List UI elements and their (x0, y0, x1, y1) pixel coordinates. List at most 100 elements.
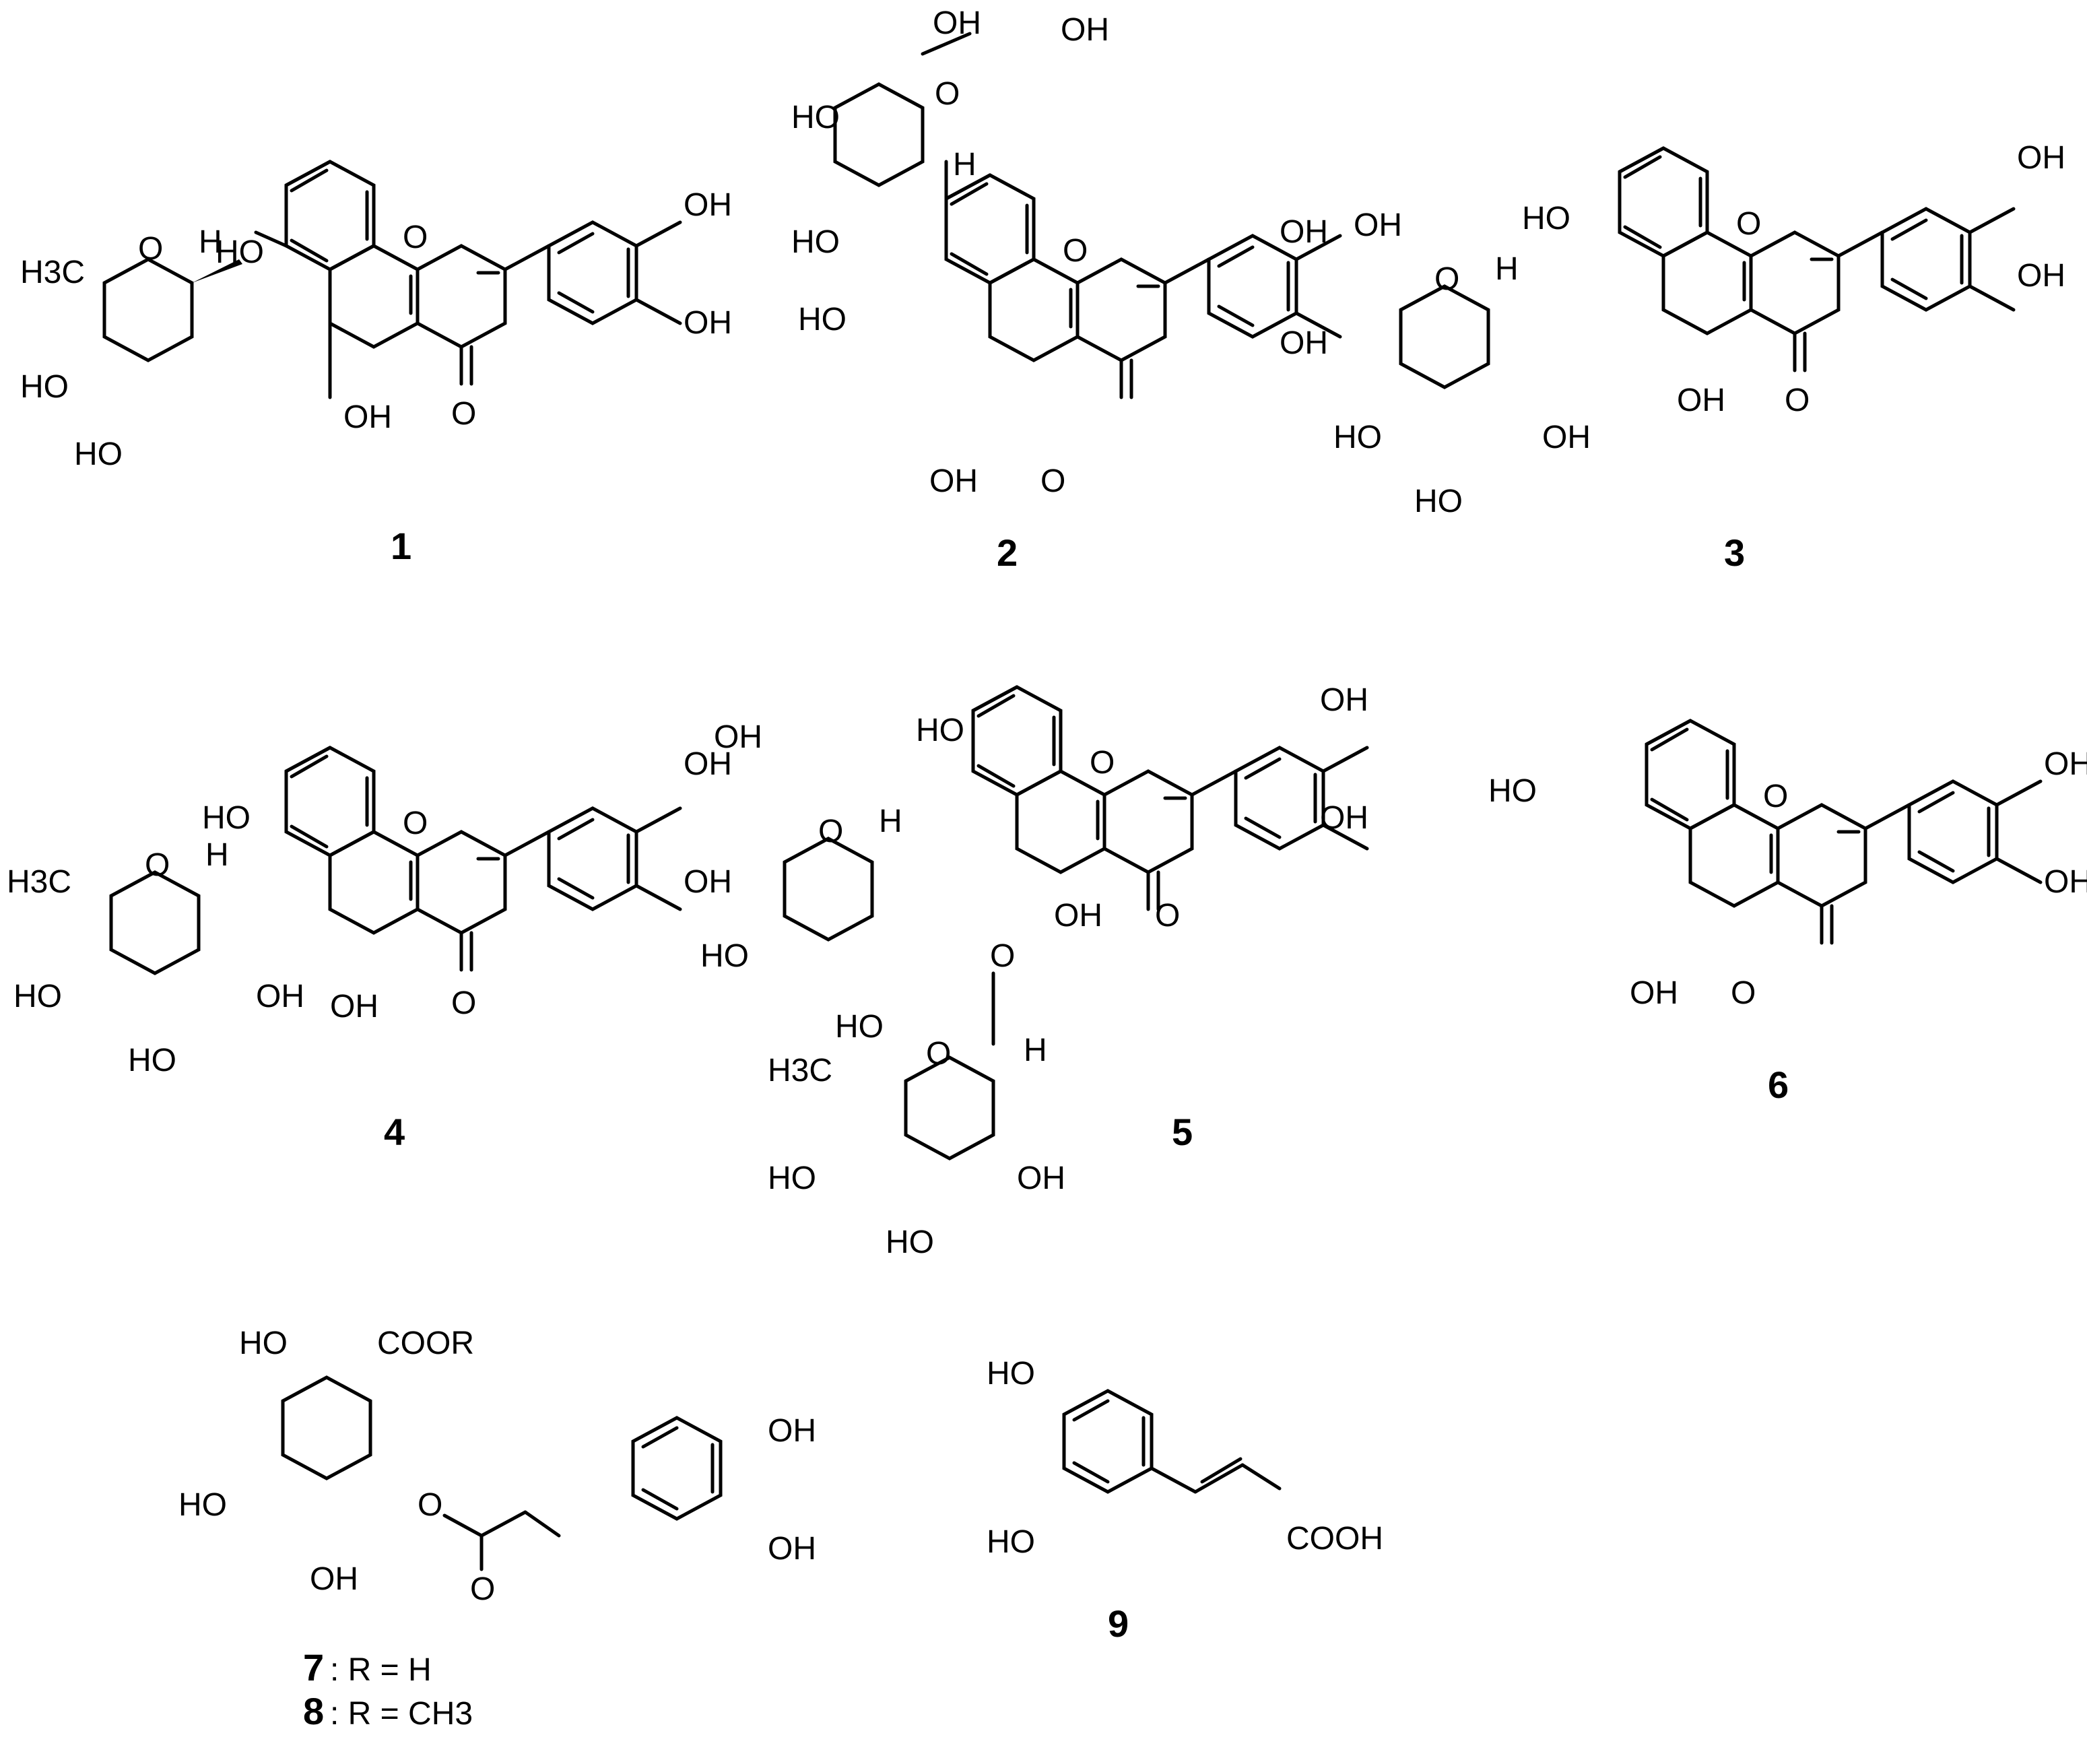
hydrogen-label: H (879, 804, 902, 839)
carboxyl-ester-label: COOR (377, 1326, 474, 1361)
oh-label: OH (1320, 682, 1368, 718)
compound-legend: : R = CH3 (330, 1696, 473, 1732)
compound-5: O OH OH HO OH O O H OH HO HO O O H H3C H… (700, 682, 1368, 1260)
oh-label: OH (1542, 420, 1591, 455)
compound-4: O OH OH HO OH O O H H3C HO OH HO 4 (7, 746, 732, 1153)
ring-oxygen-label: O (935, 76, 960, 112)
oh-label: OH (933, 5, 981, 41)
ring-oxygen-label: O (818, 814, 843, 849)
ho-label: HO (202, 800, 251, 836)
compound-3: O OH OH HO OH O O H OH HO OH HO 3 (1333, 140, 2065, 574)
ring-oxygen-label: O (926, 1036, 951, 1072)
ho-label: HO (74, 436, 123, 472)
carbonyl-oxygen-label: O (470, 1571, 495, 1607)
carbonyl-oxygen-label: O (451, 985, 476, 1021)
compound-number: 9 (1108, 1602, 1129, 1645)
ring-oxygen-label: O (145, 847, 170, 883)
compound-2: O OH OH HO OH O O H OH OH HO HO 2 (791, 5, 1340, 574)
carbonyl-oxygen-label: O (451, 396, 476, 432)
compound-number: 3 (1724, 531, 1745, 574)
compound-number: 4 (384, 1111, 405, 1153)
ho-label: HO (128, 1043, 176, 1078)
oh-label: OH (768, 1531, 816, 1567)
compound-number: 5 (1172, 1111, 1193, 1153)
oh-label: OH (1354, 207, 1402, 243)
oh-label: OH (1677, 383, 1725, 418)
ring-oxygen-label: O (138, 231, 163, 267)
compound-legend: : R = H (330, 1652, 432, 1688)
ho-label: HO (13, 979, 62, 1014)
ring-oxygen-label: O (403, 806, 428, 841)
oh-label: OH (1320, 800, 1368, 836)
ho-label: HO (886, 1224, 934, 1260)
ring-oxygen-label: O (1063, 233, 1088, 269)
carboxylic-acid-label: COOH (1286, 1521, 1383, 1557)
compound-number: 7 (303, 1646, 324, 1689)
compound-9: HO HO COOH 9 (987, 1356, 1383, 1645)
oh-label: OH (684, 864, 732, 900)
oh-label: OH (684, 305, 732, 341)
carbonyl-oxygen-label: O (1731, 975, 1756, 1011)
ho-label: HO (835, 1009, 884, 1045)
hydrogen-label: H (199, 224, 222, 260)
carbonyl-oxygen-label: O (1785, 383, 1810, 418)
compound-1: O OH OH HO OH O O H H3C HO HO 1 (20, 162, 732, 567)
ho-label: HO (798, 302, 847, 337)
ho-label: HO (1522, 201, 1570, 236)
hydrogen-label: H (1495, 251, 1519, 287)
oh-label: OH (2017, 140, 2065, 176)
ho-label: HO (791, 224, 840, 260)
oh-label: OH (1280, 325, 1328, 361)
glycosidic-oxygen-label: O (990, 938, 1015, 974)
ho-label: HO (1488, 773, 1537, 809)
oh-label: OH (2044, 746, 2087, 782)
ho-label: HO (700, 938, 749, 974)
methyl-label: H3C (7, 864, 71, 900)
oh-label: OH (714, 719, 762, 755)
ring-oxygen-label: O (1090, 745, 1115, 781)
ho-label: HO (768, 1161, 816, 1196)
hydrogen-label: H (1024, 1033, 1047, 1068)
ester-oxygen-label: O (418, 1487, 442, 1523)
oh-label: OH (1061, 12, 1109, 48)
oh-label: OH (2017, 258, 2065, 294)
oh-label: OH (1054, 898, 1102, 934)
compound-7-8: HO COOR HO OH O O OH OH 7 : R = H 8 : R … (178, 1326, 816, 1732)
ho-label: HO (1414, 484, 1463, 519)
oh-label: OH (1630, 975, 1678, 1011)
ho-label: HO (20, 369, 69, 405)
oh-label: OH (310, 1561, 358, 1597)
ho-label: HO (987, 1356, 1035, 1392)
oh-label: OH (343, 399, 392, 435)
ho-label: HO (916, 713, 964, 748)
ring-oxygen-label: O (403, 220, 428, 255)
ring-oxygen-label: O (1434, 261, 1459, 297)
compound-number: 6 (1768, 1064, 1789, 1106)
oh-label: OH (684, 187, 732, 223)
ho-label: HO (987, 1524, 1035, 1560)
methyl-label: H3C (20, 255, 85, 290)
oh-label: OH (2044, 864, 2087, 900)
oh-label: OH (768, 1413, 816, 1449)
oh-label: OH (684, 746, 732, 782)
carbonyl-oxygen-label: O (1155, 898, 1180, 934)
ring-oxygen-label: O (1736, 206, 1761, 242)
ring-oxygen-label: O (1763, 779, 1788, 814)
carbonyl-oxygen-label: O (1040, 463, 1065, 499)
compound-number: 1 (391, 525, 411, 567)
oh-label: OH (330, 989, 378, 1024)
ho-label: HO (239, 1326, 288, 1361)
ho-label: HO (1333, 420, 1382, 455)
compound-6: O OH OH HO OH O 6 (1488, 721, 2087, 1106)
hydrogen-label: H (953, 147, 976, 183)
compound-number: 8 (303, 1690, 324, 1732)
methyl-label: H3C (768, 1053, 832, 1088)
ho-label: HO (178, 1487, 227, 1523)
hydrogen-label: H (205, 837, 229, 873)
oh-label: OH (1017, 1161, 1065, 1196)
oh-label: OH (256, 979, 304, 1014)
compound-number: 2 (997, 531, 1018, 574)
oh-label: OH (1280, 214, 1328, 250)
oh-label: OH (929, 463, 978, 499)
